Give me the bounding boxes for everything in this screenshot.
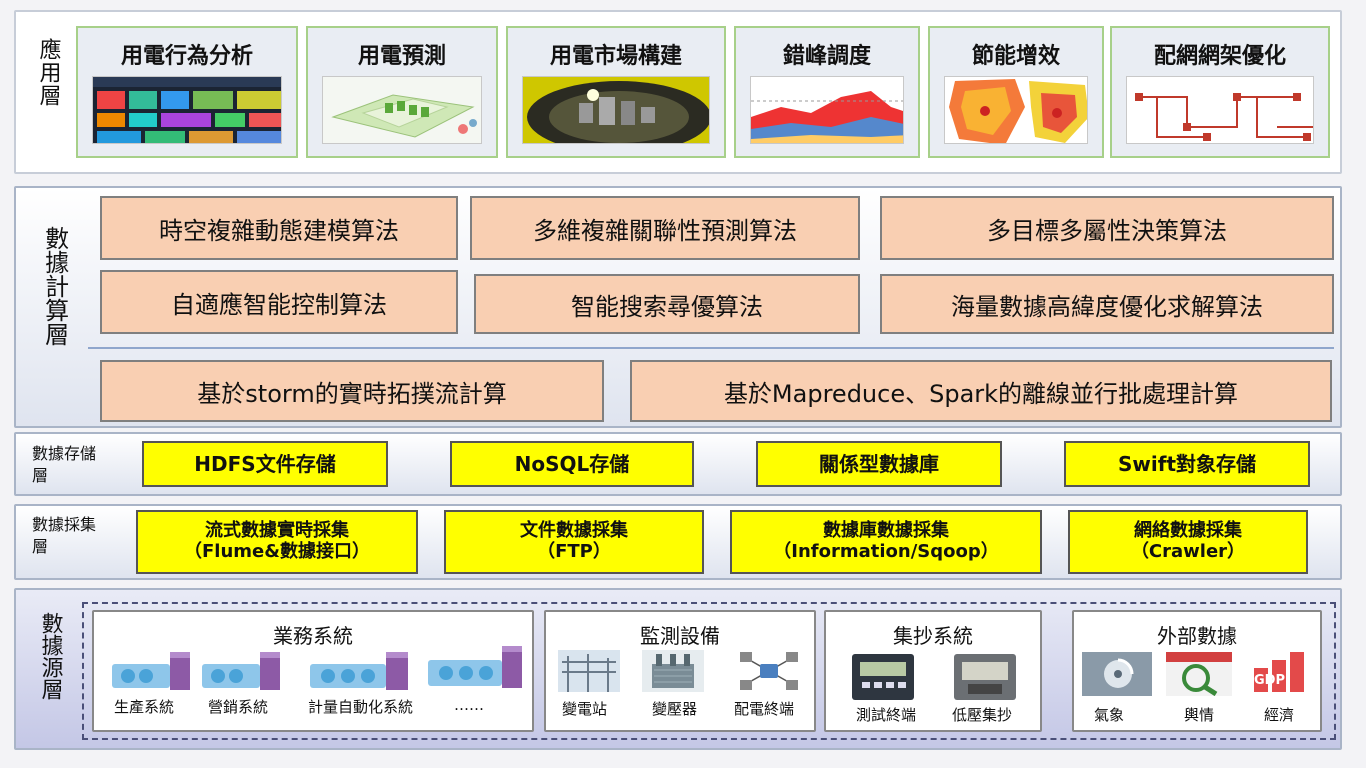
group-title: 集抄系統 bbox=[893, 624, 973, 648]
group-title: 業務系統 bbox=[273, 624, 353, 648]
peak-shifting-thumbnail bbox=[750, 76, 904, 144]
public-opinion-icon bbox=[1166, 652, 1232, 696]
storage-hdfs: HDFS文件存儲 bbox=[142, 441, 388, 487]
behavior-analysis-thumbnail bbox=[92, 76, 282, 144]
collection-file: 文件數據採集 （FTP） bbox=[444, 510, 704, 574]
algo-multiobjective-decision: 多目標多屬性決策算法 bbox=[880, 196, 1334, 260]
batch-compute-mapreduce-spark: 基於Mapreduce、Spark的離線並行批處理計算 bbox=[630, 360, 1332, 422]
source-item-weather: 氣象 bbox=[1094, 706, 1125, 724]
transformer-icon bbox=[642, 650, 704, 692]
substation-icon bbox=[558, 650, 620, 692]
app-tile-title: 用電市場構建 bbox=[549, 44, 682, 69]
app-tile-title: 配網網架優化 bbox=[1153, 44, 1286, 69]
source-item-test-terminal: 測試終端 bbox=[856, 706, 917, 724]
application-layer-label: 應用層 bbox=[35, 38, 61, 107]
network-terminal-icon bbox=[740, 652, 798, 690]
app-tile-behavior-analysis[interactable]: 用電行為分析 bbox=[76, 26, 298, 158]
grid-optimization-thumbnail bbox=[1126, 76, 1314, 144]
source-layer-label: 數據源層 bbox=[37, 612, 63, 700]
source-group-external-data: 外部數據 GDP 氣象 輿情 經濟 bbox=[1072, 610, 1322, 732]
server-icon bbox=[112, 652, 190, 690]
compute-layer-label: 數據計算層 bbox=[40, 226, 69, 346]
gdp-economy-icon: GDP bbox=[1248, 650, 1312, 696]
app-tile-title: 節能增效 bbox=[971, 44, 1060, 69]
source-item-substation: 變電站 bbox=[562, 700, 608, 718]
source-item-marketing: 營銷系統 bbox=[208, 698, 269, 716]
app-tile-energy-efficiency[interactable]: 節能增效 bbox=[928, 26, 1104, 158]
source-item-distribution-terminal: 配電終端 bbox=[734, 700, 795, 718]
app-tile-grid-optimization[interactable]: 配網網架優化 bbox=[1110, 26, 1330, 158]
storage-nosql: NoSQL存儲 bbox=[450, 441, 694, 487]
app-tile-title: 用電預測 bbox=[357, 44, 446, 69]
source-item-economy: 經濟 bbox=[1264, 706, 1295, 724]
app-tile-load-forecast[interactable]: 用電預測 bbox=[306, 26, 498, 158]
compute-divider bbox=[88, 347, 1334, 349]
source-group-monitoring-equipment: 監測設備 變電站 變壓器 配電終端 bbox=[544, 610, 816, 732]
source-item-metering-automation: 計量自動化系統 bbox=[308, 698, 414, 716]
source-group-meter-reading: 集抄系統 測試終端 低壓集抄 bbox=[824, 610, 1042, 732]
app-tile-peak-shifting[interactable]: 錯峰調度 bbox=[734, 26, 920, 158]
source-item-ellipsis: …… bbox=[454, 696, 484, 714]
app-tile-title: 錯峰調度 bbox=[782, 44, 871, 69]
storage-swift-object: Swift對象存儲 bbox=[1064, 441, 1310, 487]
algo-highdim-optimization: 海量數據高緯度優化求解算法 bbox=[880, 274, 1334, 334]
source-group-business-systems: 業務系統 生產系統 營銷系統 計量自動化系統 …… bbox=[92, 610, 534, 732]
app-tile-title: 用電行為分析 bbox=[120, 44, 253, 69]
collection-layer-label: 數據採集 層 bbox=[32, 515, 97, 556]
svg-text:GDP: GDP bbox=[1254, 673, 1285, 688]
collection-web-crawler: 網絡數據採集 （Crawler） bbox=[1068, 510, 1308, 574]
source-dashed-frame bbox=[82, 602, 1336, 740]
source-item-transformer: 變壓器 bbox=[652, 700, 698, 718]
app-tile-market-construction[interactable]: 用電市場構建 bbox=[506, 26, 726, 158]
storage-layer-label: 數據存儲 層 bbox=[32, 444, 97, 485]
meter-icon bbox=[852, 654, 914, 700]
server-icon bbox=[428, 646, 522, 688]
algo-multidim-correlation-forecast: 多維複雜關聯性預測算法 bbox=[470, 196, 860, 260]
storage-relational-db: 關係型數據庫 bbox=[756, 441, 1002, 487]
source-item-production: 生產系統 bbox=[114, 698, 175, 716]
group-title: 外部數據 bbox=[1157, 624, 1237, 648]
group-title: 監測設備 bbox=[640, 624, 720, 648]
meter-icon bbox=[954, 654, 1016, 700]
load-forecast-thumbnail bbox=[322, 76, 482, 144]
algo-intelligent-search: 智能搜索尋優算法 bbox=[474, 274, 860, 334]
market-construction-thumbnail bbox=[522, 76, 710, 144]
collection-database: 數據庫數據採集 （Information/Sqoop） bbox=[730, 510, 1042, 574]
streaming-compute-storm: 基於storm的實時拓撲流計算 bbox=[100, 360, 604, 422]
source-item-public-opinion: 輿情 bbox=[1184, 706, 1215, 724]
weather-icon bbox=[1082, 652, 1152, 696]
algo-adaptive-control: 自適應智能控制算法 bbox=[100, 270, 458, 334]
algo-spatiotemporal-modeling: 時空複雜動態建模算法 bbox=[100, 196, 458, 260]
server-icon bbox=[310, 652, 408, 690]
energy-efficiency-thumbnail bbox=[944, 76, 1088, 144]
collection-streaming: 流式數據實時採集 （Flume&數據接口） bbox=[136, 510, 418, 574]
server-icon bbox=[202, 652, 280, 690]
source-item-low-voltage-reading: 低壓集抄 bbox=[952, 706, 1013, 724]
